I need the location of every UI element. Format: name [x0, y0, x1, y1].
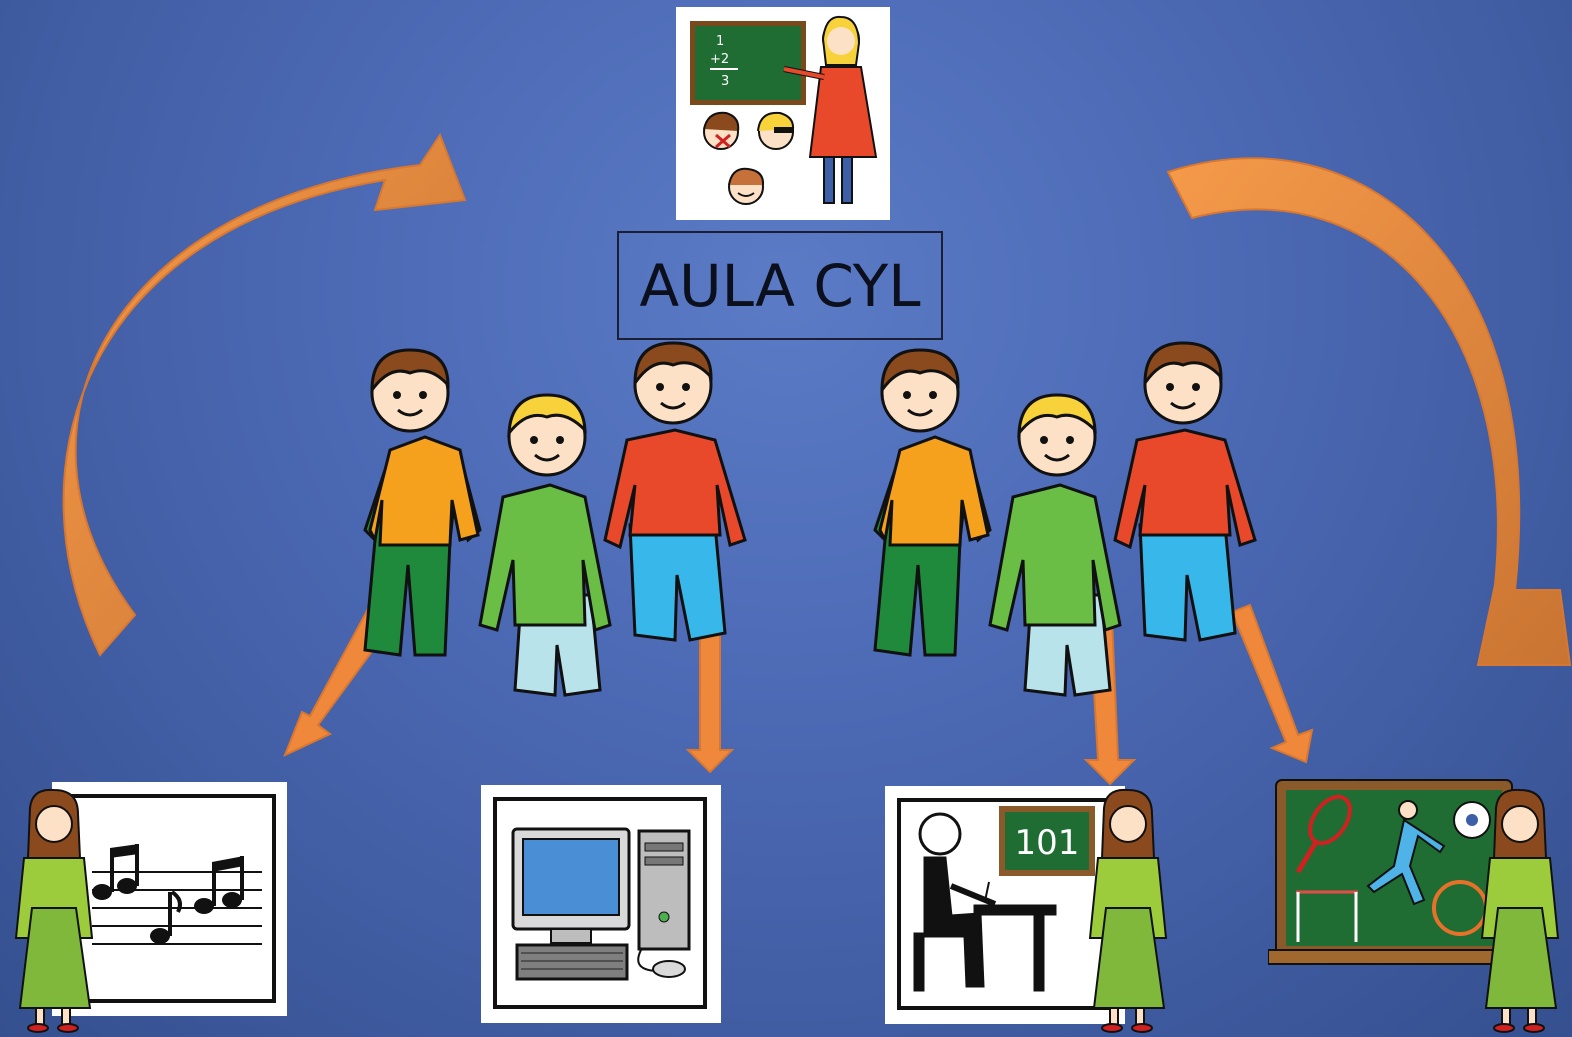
child-orange-shirt	[875, 350, 990, 655]
children-group-right	[840, 335, 1270, 700]
music-notes-icon	[92, 844, 244, 944]
computer-card	[481, 785, 721, 1023]
teacher-sports	[1474, 788, 1568, 1034]
child-red-shirt	[605, 343, 745, 640]
child-orange-shirt	[365, 350, 480, 655]
child-green-shirt	[990, 395, 1120, 695]
child-red-shirt	[1115, 343, 1255, 640]
children-group-left	[330, 335, 760, 700]
child-green-shirt	[480, 395, 610, 695]
chalkboard-number: 101	[1015, 823, 1080, 863]
music-staff	[92, 872, 262, 944]
computer-icon	[513, 829, 689, 979]
teacher-music	[8, 788, 102, 1034]
teacher-classroom	[1082, 788, 1176, 1034]
